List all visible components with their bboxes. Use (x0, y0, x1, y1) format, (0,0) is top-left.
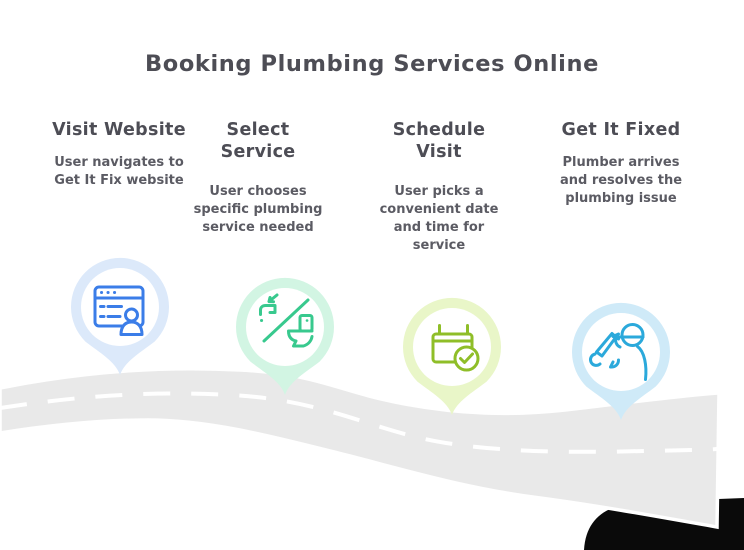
browser-user-icon (93, 285, 145, 336)
description-line: and time for (393, 220, 485, 235)
description-line: Get It Fix website (54, 173, 184, 188)
description-line: User chooses (209, 184, 307, 199)
step-heading: Get It Fixed (533, 119, 709, 141)
map-pin-select-service (236, 277, 334, 395)
heading-line: Schedule (392, 120, 486, 140)
step-column-4: Get It Fixed Plumber arrives and resolve… (533, 119, 709, 208)
description-line: service (412, 238, 466, 253)
plumber-icon (589, 323, 648, 381)
step-column-3: Schedule Visit User picks a convenient d… (361, 119, 517, 255)
step-description: User chooses specific plumbing service n… (180, 183, 336, 237)
heading-line: Service (220, 142, 296, 162)
pin-inner-circle (413, 308, 491, 386)
step-column-2: Select Service User chooses specific plu… (180, 119, 336, 237)
page-title: Booking Plumbing Services Online (145, 51, 599, 77)
map-pin-visit-website (71, 257, 169, 375)
map-pin-schedule-visit (403, 297, 501, 415)
step-heading: Select Service (180, 119, 336, 163)
description-line: convenient date (379, 202, 499, 217)
step-column-1: Visit Website User navigates to Get It F… (30, 119, 208, 190)
heading-line: Visit Website (52, 120, 186, 140)
description-line: specific plumbing (193, 202, 323, 217)
step-heading: Schedule Visit (361, 119, 517, 163)
step-description: Plumber arrives and resolves the plumbin… (533, 154, 709, 208)
step-description: User navigates to Get It Fix website (30, 154, 208, 190)
faucet-toilet-icon (259, 293, 314, 348)
description-line: service needed (202, 220, 314, 235)
description-line: and resolves the (559, 173, 683, 188)
heading-line: Select (226, 120, 290, 140)
step-heading: Visit Website (30, 119, 208, 141)
heading-line: Visit (416, 142, 462, 162)
description-line: Plumber arrives (562, 155, 680, 170)
step-description: User picks a convenient date and time fo… (361, 183, 517, 255)
calendar-check-icon (431, 324, 480, 372)
description-line: plumbing issue (565, 191, 677, 206)
heading-line: Get It Fixed (561, 120, 681, 140)
road-centerline (0, 391, 718, 454)
description-line: User navigates to (54, 155, 184, 170)
map-pin-get-it-fixed (572, 302, 670, 420)
pin-inner-circle (582, 313, 660, 391)
description-line: User picks a (394, 184, 484, 199)
